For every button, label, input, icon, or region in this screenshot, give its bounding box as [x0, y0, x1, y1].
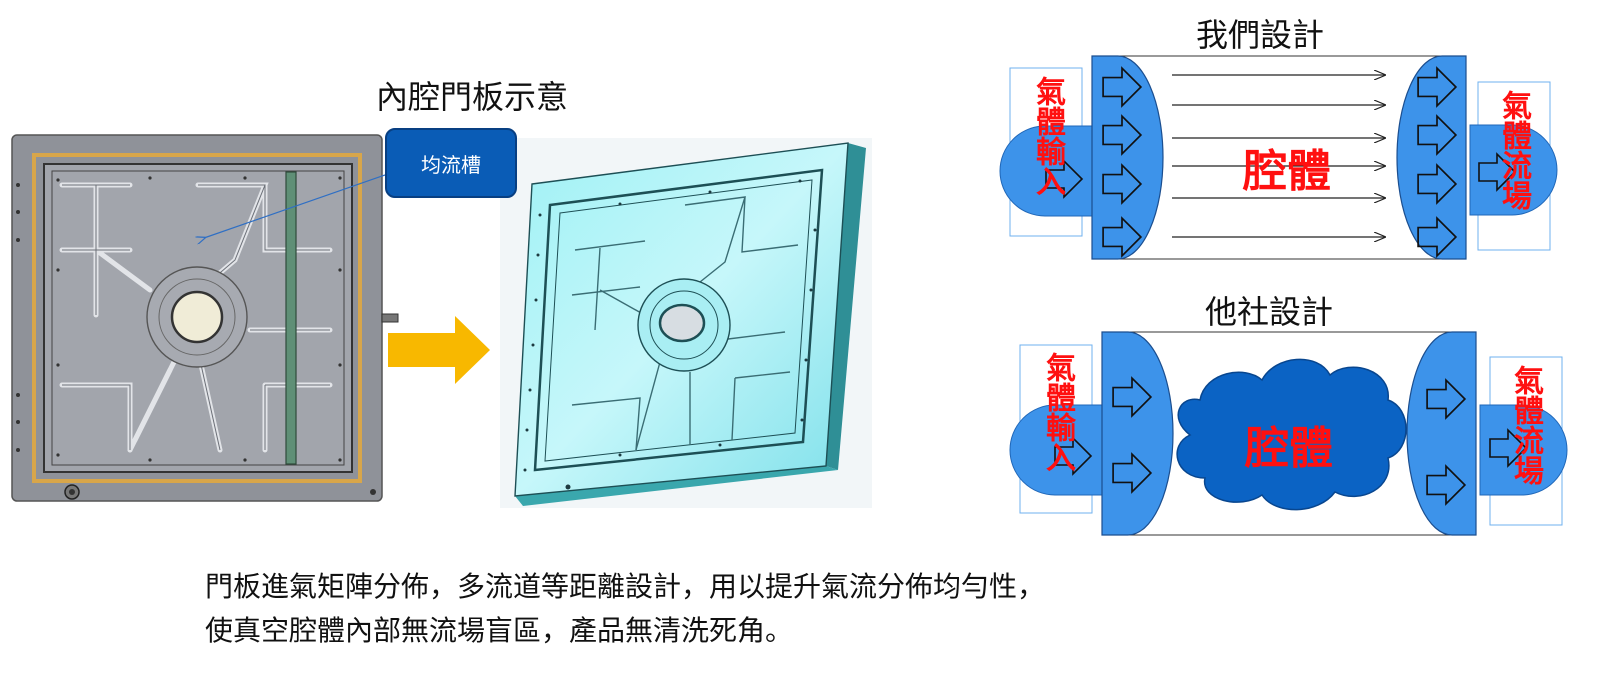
caption-line-1: 門板進氣矩陣分佈，多流道等距離設計，用以提升氣流分佈均勻性， — [205, 570, 1046, 603]
callout-pointer — [204, 174, 386, 238]
our-design-diagram — [999, 55, 1558, 260]
chamber-flow-lines — [1172, 75, 1385, 237]
door-plate-3d — [500, 138, 872, 508]
door-plate-title: 內腔門板示意 — [376, 78, 569, 116]
chamber-cloud — [1176, 358, 1407, 511]
our-design-title: 我們設計 — [1196, 16, 1325, 54]
our-chamber-label: 腔體 — [1243, 146, 1331, 197]
our-inlet-label: 氣體輸入 — [1030, 76, 1065, 196]
our-outlet-label: 氣體流場 — [1496, 90, 1531, 210]
callout-label: 均流槽 — [385, 128, 517, 198]
other-inlet-label: 氣體輸入 — [1040, 352, 1075, 472]
other-outlet-label: 氣體流場 — [1508, 365, 1543, 485]
door-plate-topview — [11, 134, 399, 502]
caption-line-2: 使真空腔體內部無流場盲區，產品無清洗死角。 — [205, 614, 794, 647]
gold-transition-arrow — [388, 316, 490, 384]
other-design-title: 他社設計 — [1205, 293, 1334, 331]
other-design-diagram — [1009, 331, 1568, 536]
other-chamber-label: 腔體 — [1245, 423, 1333, 474]
